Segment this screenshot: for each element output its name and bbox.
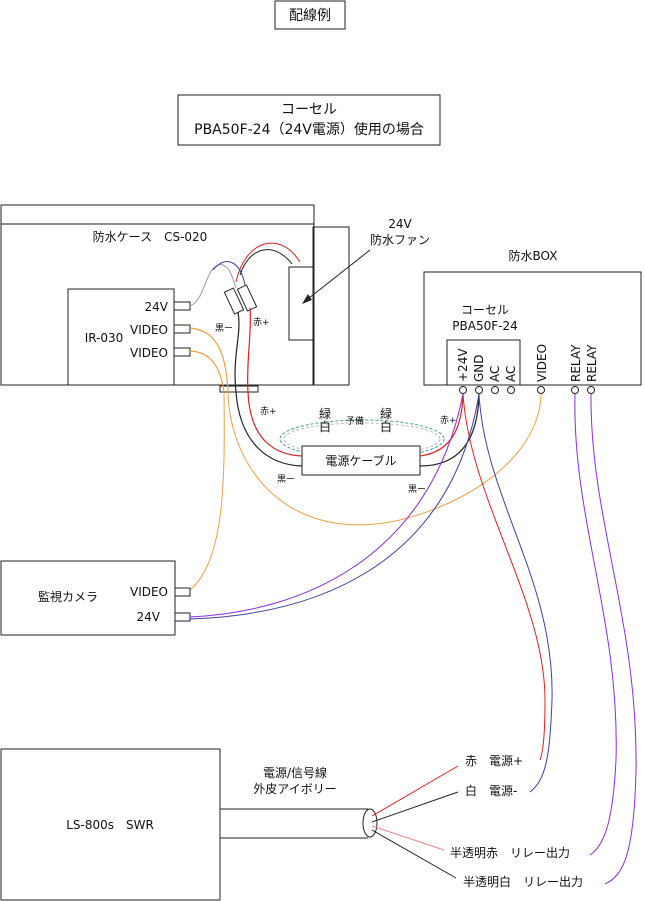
splice-1	[223, 287, 245, 315]
wire-ir-red	[247, 307, 251, 393]
terminal-gnd: GND	[472, 354, 486, 382]
terminal-24v-post	[459, 386, 467, 394]
cable-black-right: 黒ー	[408, 484, 426, 495]
terminal-ac-1: AC	[488, 366, 502, 382]
title: 配線例	[289, 8, 331, 24]
wire-box-relay-2-to-ls	[590, 393, 637, 885]
case-side-panel	[312, 226, 350, 386]
ls-lead-white	[371, 791, 459, 823]
terminal-video-post	[537, 386, 545, 394]
ls-wire-label-1: 電源/信号線	[263, 765, 327, 780]
ls-lead-translucent-red	[371, 825, 445, 851]
ir-label: IR-030	[85, 331, 124, 345]
ls-lead-label-white: 白 電源-	[465, 783, 517, 798]
fan-box	[288, 266, 314, 341]
subtitle-line2: PBA50F-24（24V電源）使用の場合	[194, 121, 424, 138]
wire-box-relay-1-to-ls	[574, 393, 617, 856]
box-label: 防水BOX	[509, 248, 558, 263]
camera-box	[0, 560, 176, 636]
wire-box-gnd-to-ls	[478, 393, 553, 793]
ls-lead-label-translucent-white: 半透明白 リレー出力	[463, 874, 583, 889]
ir-port-24v: 24V	[145, 300, 169, 314]
terminal-relay-1-post	[571, 386, 579, 394]
psu-label-1: コーセル	[461, 303, 509, 317]
ls-lead-label-translucent-red: 半透明赤 リレー出力	[450, 846, 570, 860]
wire-fan-red	[235, 242, 301, 283]
fan-label-1: 24V	[388, 217, 412, 231]
ls-lead-label-red: 赤 電源+	[465, 754, 523, 768]
wire-fan-black	[239, 249, 293, 276]
ir-port-video-2: VIDEO	[130, 346, 168, 360]
spare-green-left: 緑	[319, 406, 331, 421]
box-enclosure	[423, 271, 642, 386]
camera-port-video: VIDEO	[130, 585, 168, 599]
wire-cable-black-left	[235, 391, 303, 467]
wire-ir-video-1	[189, 327, 229, 393]
wire-cable-black-right	[419, 393, 480, 467]
wire-ir-black	[234, 311, 240, 393]
ls-box	[0, 748, 221, 901]
subtitle-line1: コーセル	[281, 102, 337, 118]
spare-white-left: 白	[319, 419, 331, 434]
ls-sheath-end	[362, 808, 378, 838]
terminal-ac-1-post	[491, 386, 499, 394]
wire-video-ir-to-camera	[189, 391, 225, 591]
title-box	[274, 0, 346, 30]
terminal-video: VIDEO	[535, 344, 549, 382]
fan-pointer	[303, 249, 371, 303]
terminal-relay-1: RELAY	[569, 344, 583, 382]
terminal-relay-2: RELAY	[585, 344, 599, 382]
wire-camera-24v-navy	[189, 393, 480, 620]
camera-label: 監視カメラ	[38, 589, 98, 604]
terminal-ac-2-post	[507, 386, 515, 394]
ls-lead-translucent-white	[371, 829, 457, 879]
wire-cable-red-right	[419, 393, 464, 457]
ir-port-video-1: VIDEO	[130, 323, 168, 337]
fan-label-2: 防水ファン	[370, 232, 430, 247]
psu-label-2: PBA50F-24	[452, 319, 517, 333]
fan-pointer-arrowhead	[302, 294, 312, 304]
cable-red-right: 赤+	[440, 415, 457, 426]
wire-fan-navy	[212, 261, 246, 286]
spare-green-right: 緑	[380, 406, 392, 421]
terminal-gnd-post	[475, 386, 483, 394]
camera-port-24v: 24V	[137, 610, 161, 624]
wire-camera-24v-purple	[189, 393, 464, 618]
ir-connector-24v	[173, 301, 191, 311]
case-label: 防水ケース CS-020	[93, 229, 208, 244]
splice-2	[236, 284, 258, 312]
ir-box	[67, 288, 175, 386]
wire-cable-red-left	[247, 391, 303, 457]
terminal-relay-2-post	[587, 386, 595, 394]
spare-white-right: 白	[380, 419, 392, 434]
camera-connector-video	[174, 587, 191, 597]
ls-label: LS-800s SWR	[66, 818, 154, 832]
cable-red-left: 赤+	[260, 406, 277, 417]
ls-wire-label-2: 外皮アイボリー	[253, 782, 336, 796]
cable-gland	[219, 385, 259, 393]
terminal-24v: +24V	[456, 348, 470, 382]
wire-video-ir-to-box	[227, 391, 542, 526]
ir-red-label: 赤+	[253, 317, 270, 328]
subtitle-box	[177, 94, 441, 146]
case-lid	[0, 204, 315, 225]
camera-connector-24v	[174, 612, 191, 622]
ir-black-label: 黒ー	[215, 323, 233, 334]
power-cable-label: 電源ケーブル	[325, 453, 396, 468]
psu-terminal-block	[446, 339, 521, 386]
ir-connector-video-1	[173, 324, 191, 334]
terminal-ac-2: AC	[504, 366, 518, 382]
ls-lead-red	[371, 765, 459, 817]
wire-ir-24v-gray	[189, 264, 237, 307]
spare-label: 予備	[346, 415, 364, 427]
wire-box-24v-to-ls	[462, 393, 546, 761]
power-cable-box	[301, 445, 421, 476]
cable-black-left: 黒ー	[277, 474, 295, 485]
wire-ir-video-2	[189, 350, 225, 393]
ir-connector-video-2	[173, 347, 191, 357]
